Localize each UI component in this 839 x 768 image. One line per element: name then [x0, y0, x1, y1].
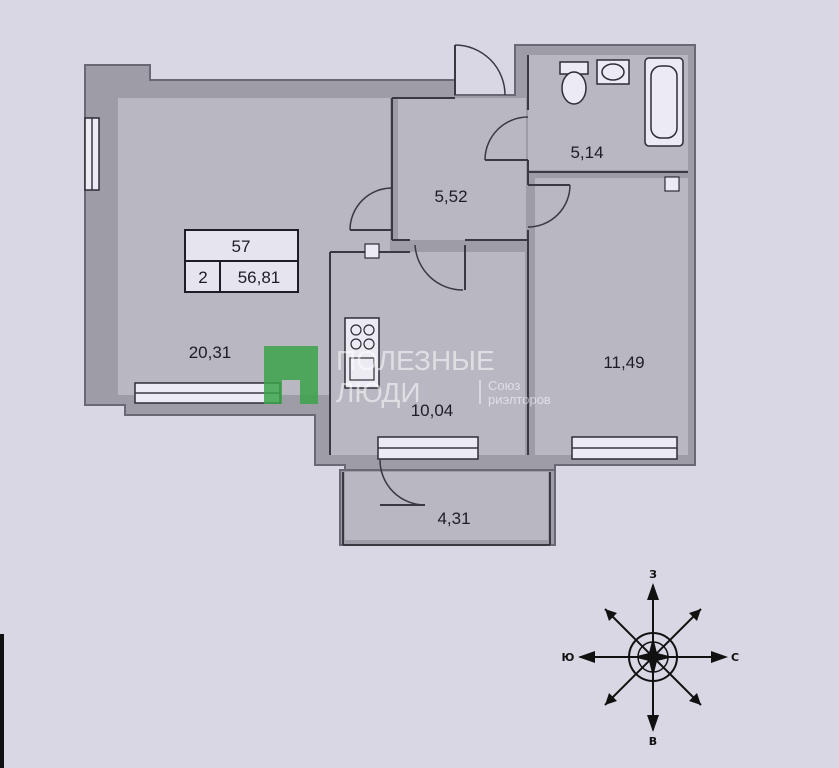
partitions [329, 55, 688, 546]
bathtub-icon [644, 57, 684, 147]
kitchen-door [414, 244, 466, 291]
compass-rose: З В С Ю [562, 568, 740, 748]
sink-icon [596, 59, 630, 85]
shaft-icon [664, 176, 680, 192]
watermark-brand-line1: ПОЛЕЗНЫЕ [336, 345, 495, 376]
watermark-brand-line2: ЛЮДИ [336, 377, 421, 408]
compass-east-label: С [731, 651, 739, 664]
left-edge-strip [0, 634, 4, 768]
balcony-door [379, 459, 426, 506]
compass-north-label: З [649, 568, 657, 581]
bathroom-door [484, 116, 529, 161]
fixtures [344, 57, 684, 389]
living-room-door [349, 187, 393, 231]
toilet-icon [559, 61, 589, 105]
stove-icon [344, 317, 380, 389]
room-labels: 20,31 5,52 5,14 10,04 11,49 4,31 [189, 143, 645, 528]
apartment-info-box: 57 2 56,81 [184, 229, 299, 293]
compass-south-label: В [649, 735, 657, 748]
balcony-floor [345, 472, 548, 540]
kitchen-area: 10,04 [411, 401, 454, 420]
bedroom-area: 11,49 [603, 353, 644, 372]
apartment-number: 57 [232, 237, 251, 256]
compass-west-label: Ю [562, 651, 575, 664]
watermark-sub-line1: Союз [488, 378, 520, 393]
bedroom-door [527, 184, 571, 228]
living-room-area: 20,31 [189, 343, 232, 362]
brand-logo-icon [264, 346, 318, 404]
total-area: 56,81 [238, 268, 281, 287]
shaft-icon [364, 243, 380, 259]
watermark-sub-line2: риэлторов [488, 392, 551, 407]
entrance-door [454, 44, 506, 96]
windows [84, 117, 678, 460]
doors [349, 44, 571, 506]
hallway-area: 5,52 [434, 187, 467, 206]
bathroom-area: 5,14 [570, 143, 603, 162]
balcony-area: 4,31 [437, 509, 470, 528]
hallway-floor [398, 98, 526, 240]
bedroom-floor [535, 178, 688, 455]
rooms-count: 2 [198, 268, 207, 287]
watermark: ПОЛЕЗНЫЕ ЛЮДИ Союз риэлторов [264, 345, 551, 408]
